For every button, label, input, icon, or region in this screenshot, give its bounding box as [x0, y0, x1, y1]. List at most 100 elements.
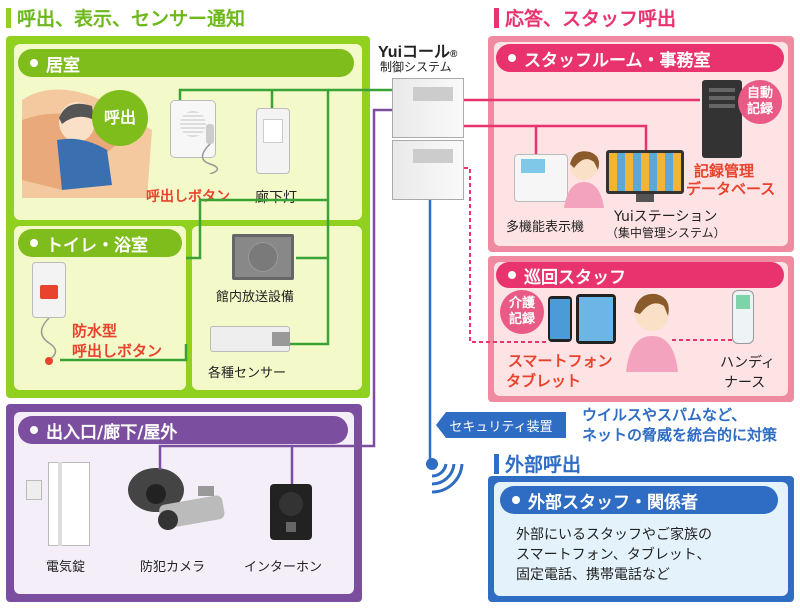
unit-panel-icon — [413, 87, 453, 101]
camera-device — [128, 468, 225, 530]
handy-label-2: ナース — [724, 375, 766, 391]
system-subtitle: 制御システム — [380, 60, 452, 74]
section-bar — [6, 7, 11, 28]
section-title-left-text: 呼出、表示、センサー通知 — [17, 8, 246, 30]
lock-panel-icon — [26, 480, 42, 500]
patrol-title: 巡回スタッフ — [496, 262, 784, 288]
hall-light-label: 廊下灯 — [255, 190, 297, 206]
server-device — [702, 80, 742, 158]
call-bubble-text: 呼出 — [103, 108, 136, 128]
speaker-cone-icon — [248, 242, 278, 272]
bedroom-title: 居室 — [18, 49, 354, 77]
intercom-speaker-icon — [279, 492, 303, 516]
handy-nurse-device — [732, 290, 754, 344]
care-record-badge: 介護 記録 — [500, 290, 544, 334]
door-device — [48, 462, 90, 546]
control-unit-top — [392, 78, 464, 138]
speaker-grille-icon — [180, 111, 206, 137]
patrol-staff-illustration — [626, 293, 678, 372]
external-desc-1: 外部にいるスタッフやご家族の — [516, 527, 712, 543]
bath-title-text: トイレ・浴室 — [46, 235, 148, 256]
security-badge-text: セキュリティ装置 — [449, 419, 553, 435]
waterproof-label-2: 呼出しボタン — [72, 342, 163, 360]
bullet-icon — [30, 239, 38, 247]
tablet-screen-icon — [579, 297, 613, 341]
system-brand-text: Yuiコール — [378, 44, 451, 61]
system-brand: Yuiコール® — [378, 38, 457, 62]
external-title-text: 外部スタッフ・関係者 — [528, 492, 698, 513]
handy-screen-icon — [736, 295, 750, 309]
camera-label: 防犯カメラ — [140, 560, 206, 575]
call-bubble: 呼出 — [92, 90, 148, 146]
intercom-label: インターホン — [244, 560, 323, 575]
intercom-button-icon — [286, 522, 296, 532]
bedroom-title-text: 居室 — [46, 55, 80, 76]
external-desc-2: スマートフォン、タブレット、 — [516, 547, 711, 563]
security-badge: セキュリティ装置 — [436, 412, 566, 438]
section-title-left: 呼出、表示、センサー通知 — [6, 4, 245, 31]
wireless-signal-icon — [426, 458, 464, 494]
smart-label-2: タブレット — [506, 372, 582, 390]
hall-light-device — [256, 108, 290, 174]
patrol-title-text: 巡回スタッフ — [524, 267, 626, 288]
bullet-icon — [508, 54, 516, 62]
phone-screen-icon — [521, 159, 545, 173]
phone-label: 多機能表示機 — [506, 220, 585, 235]
staff-illustration — [564, 151, 604, 208]
pa-speaker-device — [232, 234, 294, 280]
section-bar — [494, 7, 499, 28]
waterproof-label-1: 防水型 — [72, 322, 118, 340]
tablet-device — [576, 294, 616, 344]
care-record-line2: 記録 — [508, 312, 535, 327]
external-title: 外部スタッフ・関係者 — [500, 486, 778, 514]
db-label-1: 記録管理 — [694, 162, 755, 180]
care-record-line1: 介護 — [508, 296, 535, 312]
bullet-icon — [512, 496, 520, 504]
waterproof-button-device — [32, 262, 66, 318]
entrance-title: 出入口/廊下/屋外 — [18, 416, 348, 444]
staff-room-title: スタッフルーム・事務室 — [496, 44, 784, 72]
entrance-title-text: 出入口/廊下/屋外 — [46, 422, 178, 443]
red-push-icon — [40, 285, 58, 299]
auto-record-line1: 自動 — [746, 86, 773, 102]
section-bar — [494, 453, 499, 474]
handy-label-1: ハンディ — [720, 355, 776, 371]
call-button-label: 呼出しボタン — [146, 189, 230, 205]
call-button-cord-icon — [201, 144, 219, 174]
lock-label: 電気錠 — [46, 560, 86, 575]
door-frame-icon — [58, 462, 62, 546]
hall-light-lamp-icon — [263, 119, 283, 143]
sensor-head-icon — [272, 332, 290, 346]
monitor-stand-icon — [636, 194, 654, 202]
security-desc-2: ネットの脅威を統合的に対策 — [582, 426, 778, 444]
section-title-external: 外部呼出 — [494, 450, 581, 477]
bath-title: トイレ・浴室 — [18, 229, 182, 257]
monitor-screen-icon — [609, 153, 681, 191]
auto-record-line2: 記録 — [746, 102, 773, 117]
section-title-right: 応答、スタッフ呼出 — [494, 4, 676, 31]
control-unit-bottom — [392, 140, 464, 200]
pa-label: 館内放送設備 — [216, 290, 295, 305]
pull-cord-icon — [40, 318, 57, 365]
smartphone-screen-icon — [550, 299, 570, 339]
station-monitor-device — [606, 150, 684, 194]
bullet-icon — [30, 59, 38, 67]
station-label-2: （集中管理システム） — [606, 226, 726, 240]
section-title-external-text: 外部呼出 — [505, 454, 582, 476]
db-label-2: データベース — [686, 180, 776, 198]
smart-label-1: スマートフォン — [508, 352, 613, 370]
sensors-label: 各種センサー — [208, 366, 287, 381]
call-button-switch-icon — [206, 124, 214, 144]
auto-record-badge: 自動 記録 — [738, 80, 782, 124]
registered-mark: ® — [450, 49, 458, 60]
security-desc-1: ウイルスやスパムなど、 — [582, 406, 747, 424]
bullet-icon — [30, 426, 38, 434]
unit-panel-icon — [413, 149, 453, 163]
staff-room-title-text: スタッフルーム・事務室 — [524, 50, 711, 71]
bullet-icon — [508, 271, 516, 279]
external-desc-3: 固定電話、携帯電話など — [516, 567, 670, 583]
section-title-right-text: 応答、スタッフ呼出 — [505, 8, 677, 30]
smartphone-device — [548, 296, 572, 342]
intercom-device — [270, 484, 312, 540]
station-label-1: Yuiステーション — [614, 209, 718, 225]
